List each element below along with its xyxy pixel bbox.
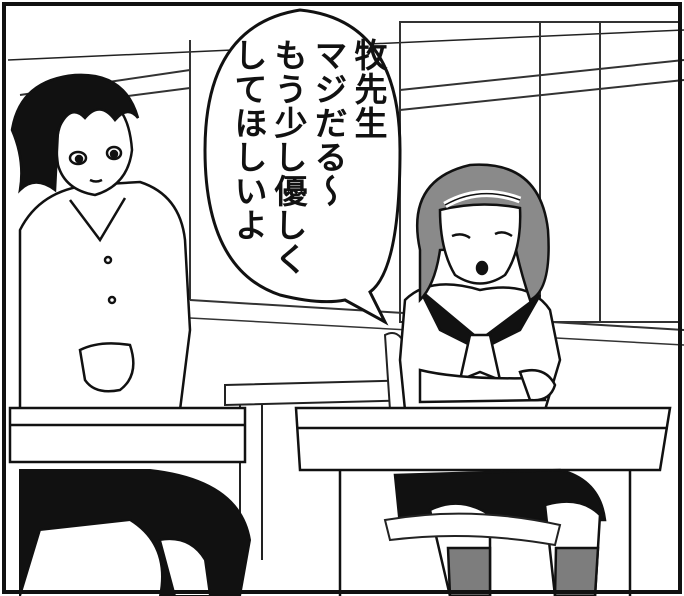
speech-line-1: 牧先生 xyxy=(349,38,388,140)
speech-bubble xyxy=(203,8,402,326)
speech-bubble-text: 牧先生 マジだる～ もう少し優しく してほしいよ xyxy=(228,38,388,288)
speech-line-2: マジだる～ xyxy=(309,38,348,208)
speech-line-3: もう少し優しく xyxy=(269,38,308,276)
speech-line-4: してほしいよ xyxy=(229,38,268,242)
